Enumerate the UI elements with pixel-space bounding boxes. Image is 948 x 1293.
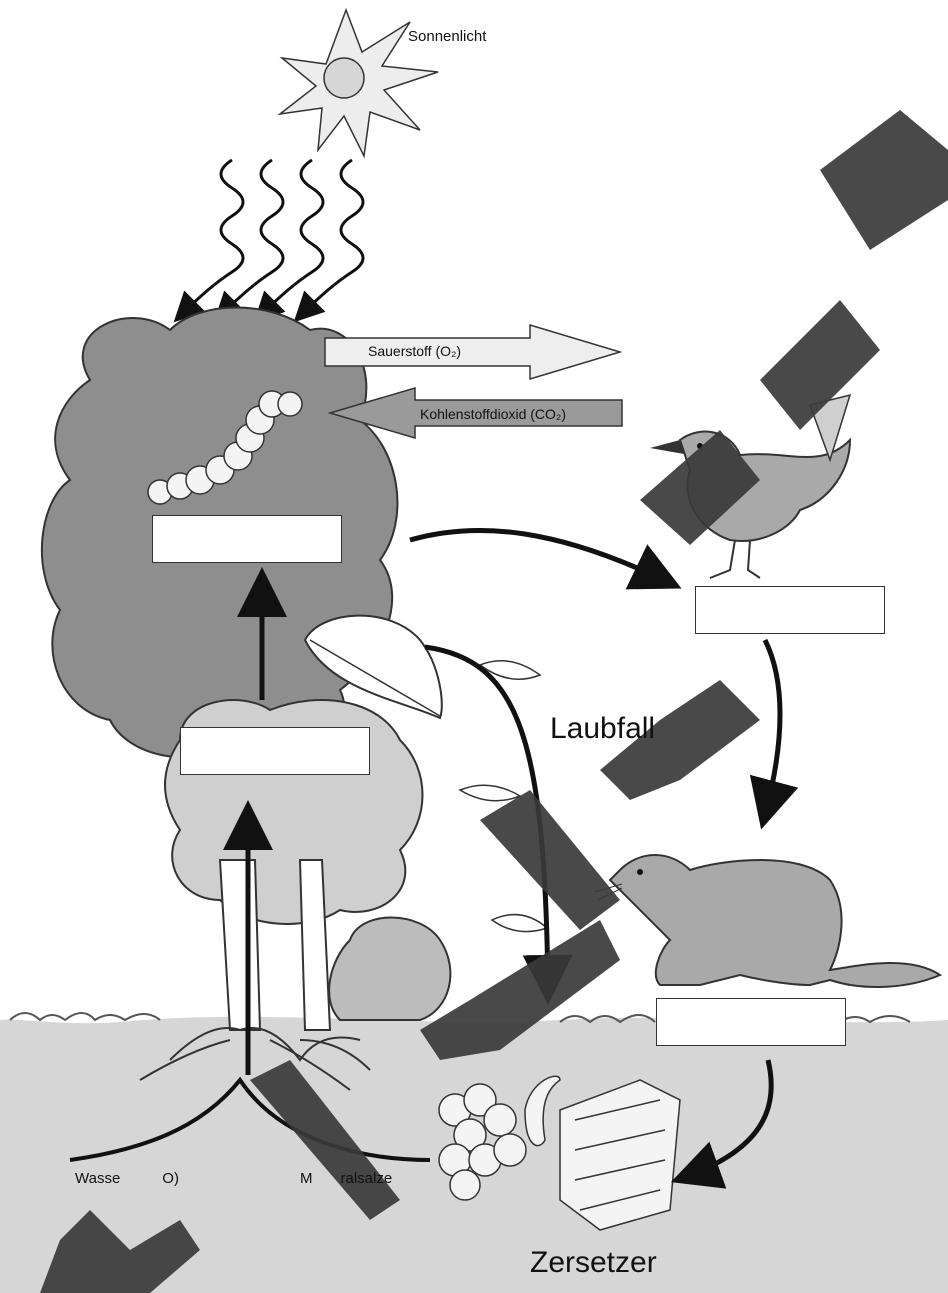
sunlight-arrows: [180, 160, 363, 316]
minerals-label-end: ralsalze: [341, 1170, 393, 1187]
oxygen-label: Sauerstoff (O₂): [368, 343, 461, 359]
water-label-start: Wasse: [75, 1170, 120, 1187]
sunlight-label: Sonnenlicht: [408, 28, 486, 45]
leaf-fall-label: Laubfall: [550, 712, 655, 746]
answer-box-tree[interactable]: [180, 727, 370, 775]
marten-icon: [595, 855, 940, 987]
decomposers-label: Zersetzer: [530, 1246, 657, 1280]
water-label-end: O): [162, 1170, 179, 1187]
answer-box-bird[interactable]: [695, 586, 885, 634]
co2-label: Kohlenstoffdioxid (CO₂): [420, 406, 566, 422]
water-label: Wasse O): [75, 1170, 179, 1187]
answer-box-marten[interactable]: [656, 998, 846, 1046]
answer-box-caterpillar[interactable]: [152, 515, 342, 563]
minerals-label-start: M: [300, 1170, 313, 1187]
